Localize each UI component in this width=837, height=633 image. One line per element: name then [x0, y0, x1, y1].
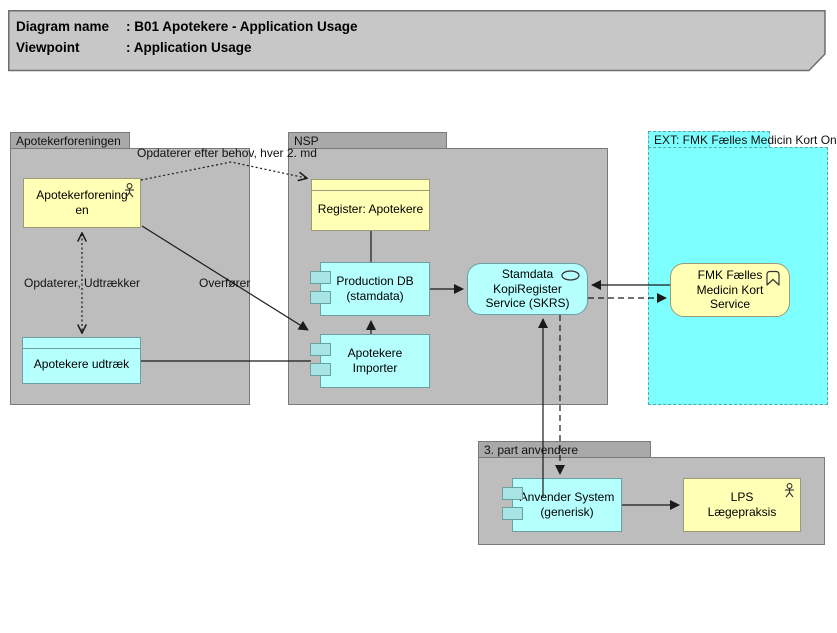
node-label-register-apotekere: Register: Apotekere [317, 201, 424, 216]
title-note-shape [8, 10, 826, 72]
chevron-bookmark-icon [766, 270, 780, 286]
data-object-band [312, 180, 429, 191]
actor-icon [785, 483, 794, 498]
node-apotekerforeningen-actor[interactable]: Apotekerforeningen [23, 178, 141, 228]
node-label-production-db: Production DB (stamdata) [336, 274, 414, 303]
service-oval-icon [561, 270, 580, 281]
edge-label-overfoerer: Overfører [199, 276, 251, 290]
node-production-db[interactable]: Production DB (stamdata) [310, 262, 430, 316]
node-apotekere-udtraek[interactable]: Apotekere udtræk [22, 337, 141, 384]
node-fmk-service[interactable]: FMK Fælles Medicin Kort Service [670, 263, 790, 317]
group-label-third-party: 3. part anvendere [484, 443, 579, 457]
node-label-apotekere-udtraek: Apotekere udtræk [33, 357, 130, 372]
group-label-apotekerforeningen: Apotekerforeningen [16, 134, 121, 148]
viewpoint-label: Viewpoint [16, 40, 80, 55]
data-object-band [23, 338, 140, 349]
component-icon [310, 271, 331, 284]
actor-icon [125, 183, 134, 198]
group-tab-third-party[interactable]: 3. part anvendere [478, 441, 651, 458]
title-label: Diagram name [16, 19, 110, 34]
edge-label-opdaterer-udtraekker: Opdaterer, Udtrækker [24, 276, 141, 290]
node-lps[interactable]: LPS Lægepraksis [683, 478, 801, 532]
group-label-nsp: NSP [294, 134, 319, 148]
group-tab-ext-fmk[interactable]: EXT: FMK Fælles Medicin Kort On [648, 131, 837, 148]
title-note: Diagram name : B01 Apotekere - Applicati… [16, 16, 358, 58]
component-icon [310, 291, 331, 304]
viewpoint-value: : Application Usage [126, 40, 252, 55]
node-label-fmk-service: FMK Fælles Medicin Kort Service [696, 268, 764, 312]
node-label-skrs: Stamdata KopiRegister Service (SKRS) [485, 267, 570, 311]
node-label-apotekerforeningen: Apotekerforeningen [36, 188, 128, 217]
group-label-ext-fmk: EXT: FMK Fælles Medicin Kort On [654, 133, 837, 147]
group-tab-apotekerforeningen[interactable]: Apotekerforeningen [10, 132, 130, 149]
edge-label-opdaterer-efter-behov: Opdaterer efter behov, hver 2. md [137, 146, 317, 160]
component-icon [310, 363, 331, 376]
node-anvender-system[interactable]: Anvender System (generisk) [502, 478, 622, 532]
component-icon [502, 507, 523, 520]
node-apotekere-importer[interactable]: Apotekere Importer [310, 334, 430, 388]
component-icon [502, 487, 523, 500]
title-value: : B01 Apotekere - Application Usage [126, 19, 358, 34]
node-label-apotekere-importer: Apotekere Importer [347, 346, 403, 375]
node-label-anvender-system: Anvender System (generisk) [519, 490, 615, 519]
node-register-apotekere[interactable]: Register: Apotekere [311, 179, 430, 231]
node-label-lps: LPS Lægepraksis [707, 490, 777, 519]
node-skrs[interactable]: Stamdata KopiRegister Service (SKRS) [467, 263, 588, 315]
component-icon [310, 343, 331, 356]
